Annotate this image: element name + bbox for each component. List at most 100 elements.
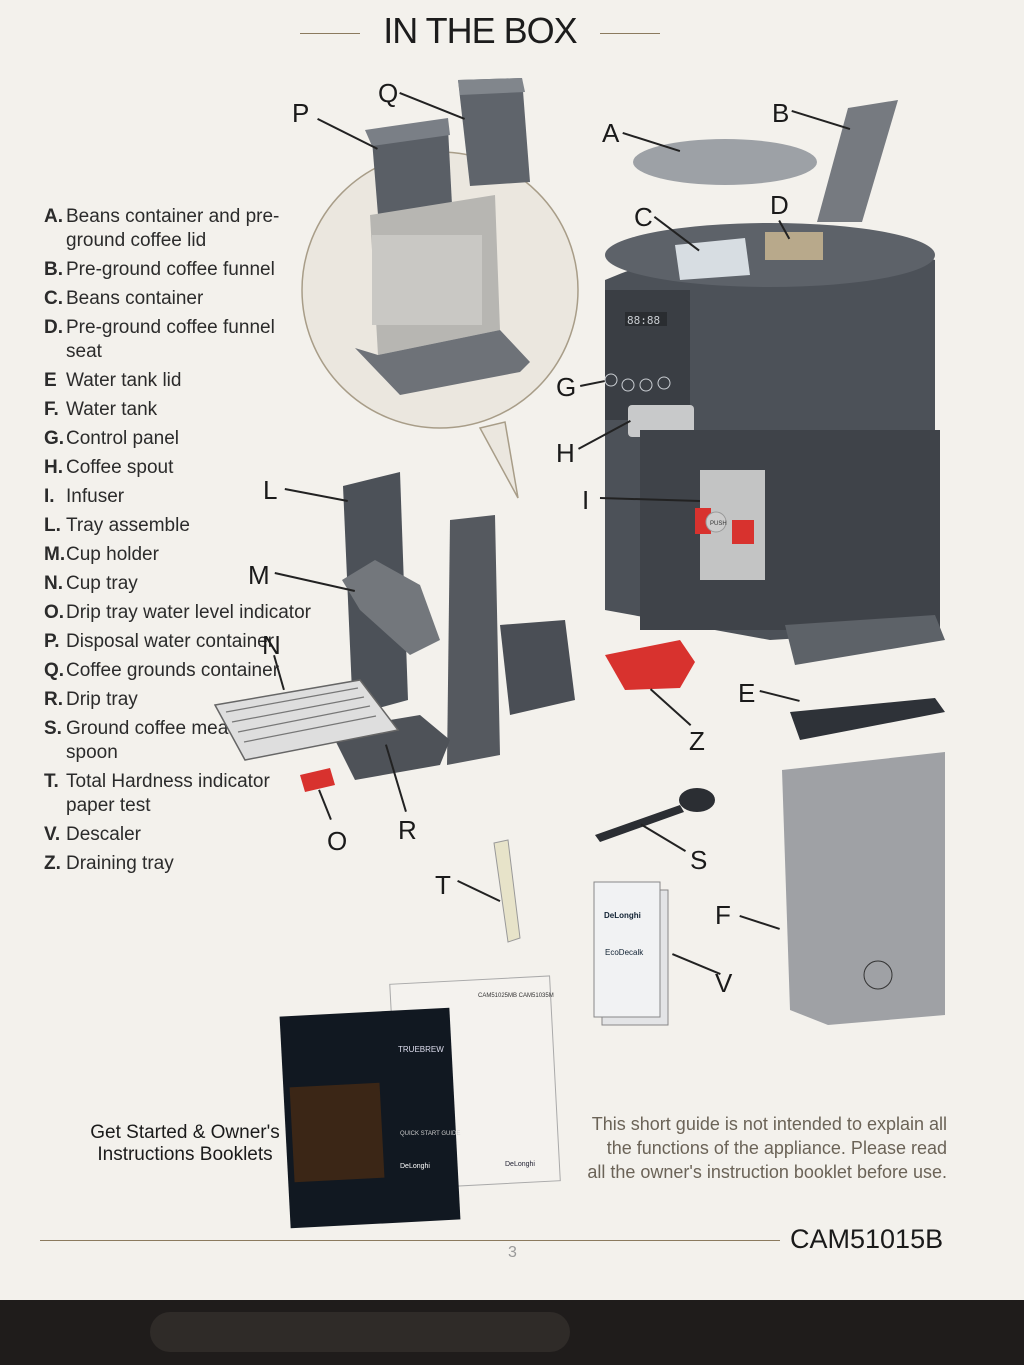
legend-text: Disposal water container [66, 631, 275, 652]
legend-item: I. Infuser [44, 485, 314, 509]
booklets-part: TRUEBREW QUICK START GUIDE DeLonghi CAM5… [279, 975, 561, 1229]
descaler-pack-part: DeLonghi EcoDecalk [593, 881, 669, 1026]
title-rule-right [600, 33, 660, 34]
page-number: 3 [508, 1244, 517, 1261]
callout-t: T [435, 870, 451, 900]
legend-key: G. [44, 428, 65, 449]
callout-r: R [398, 815, 417, 845]
model-number: CAM51015B [790, 1224, 944, 1254]
legend-key: A. [44, 206, 63, 227]
callout-s: S [690, 845, 708, 875]
legend-text: Cup holder [66, 544, 159, 565]
coffee-machine-part: 88:88 PUSH [604, 223, 945, 665]
legend-item: O.Drip tray water level indicator [44, 601, 314, 625]
descaler-brand: DeLonghi [604, 911, 641, 920]
legend-text: Drip tray water level indicator [66, 602, 311, 623]
legend-item: T.Total Hardness indicator paper test [44, 770, 314, 818]
legend-key: N. [44, 573, 63, 594]
callout-e: E [738, 678, 756, 708]
legend-text: Drip tray [66, 689, 138, 710]
page-title: IN THE BOX [383, 10, 577, 51]
descaler-product: EcoDecalk [605, 948, 644, 957]
disposal-water-container-part [365, 118, 452, 215]
footer-rule [40, 1240, 780, 1241]
legend-text: Coffee spout [66, 457, 174, 478]
legend-key: D. [44, 317, 63, 338]
measuring-spoon-part [595, 788, 715, 842]
legend-key: M. [44, 544, 66, 565]
legend-text: Water tank [66, 399, 158, 420]
callout-q: Q [378, 78, 399, 108]
tray-detail [355, 195, 530, 395]
page-header: IN THE BOX [300, 8, 660, 51]
title-rule-left [300, 33, 360, 34]
legend-item: H.Coffee spout [44, 456, 314, 480]
legend-item: D.Pre-ground coffee funnel seat [44, 316, 314, 364]
legend-text: Tray assemble [66, 515, 190, 536]
callout-n: N [262, 630, 281, 660]
legend-key: T. [44, 771, 59, 792]
legend-item: Z.Draining tray [44, 852, 314, 876]
legend-key: Z. [44, 853, 61, 874]
legend-item: C.Beans container [44, 287, 314, 311]
callout-f: F [715, 900, 731, 930]
legend-item: L.Tray assemble [44, 514, 314, 538]
legend-text: Control panel [66, 428, 180, 449]
legend-item: A.Beans container and pre-ground coffee … [44, 205, 314, 253]
hardness-test-strip-part [493, 839, 521, 943]
legend-key: O. [44, 602, 65, 623]
funnel-part [817, 100, 898, 222]
legend-text: Beans container [66, 288, 204, 309]
manual-page: IN THE BOX A.Beans container and pre-gro… [0, 0, 1024, 1300]
coffee-grounds-container-part [458, 78, 530, 186]
booklet-cover-subtitle: QUICK START GUIDE [400, 1131, 460, 1137]
callout-i: I [582, 485, 590, 515]
legend-key: I. [44, 486, 55, 507]
legend-item: P. Disposal water container [44, 630, 314, 654]
water-tank-part [782, 752, 945, 1025]
booklet-manual-models: CAM51025MB CAM51035M [478, 993, 554, 999]
callout-m: M [248, 560, 270, 590]
legend-item: N.Cup tray [44, 572, 314, 596]
callout-z: Z [689, 726, 705, 756]
control-display: 88:88 [627, 314, 660, 327]
callout-p: P [292, 98, 310, 128]
callout-h: H [556, 438, 575, 468]
legend-item: B.Pre-ground coffee funnel [44, 258, 314, 282]
callout-b: B [772, 98, 790, 128]
draining-tray-part [605, 640, 695, 690]
legend-key: H. [44, 457, 63, 478]
legend-text: Pre-ground coffee funnel [66, 259, 275, 280]
legend-text: Descaler [66, 824, 141, 845]
legend-item: V.Descaler [44, 823, 314, 847]
callout-c: C [634, 202, 653, 232]
disclaimer-note: This short guide is not intended to expl… [587, 1114, 947, 1182]
callout-o: O [327, 826, 348, 856]
countertop-pattern [150, 1312, 570, 1352]
legend-key: E [44, 370, 57, 391]
callout-v: V [715, 968, 733, 998]
legend-key: Q. [44, 660, 65, 681]
legend-key: R. [44, 689, 63, 710]
callout-d: D [770, 190, 789, 220]
legend-key: B. [44, 259, 63, 280]
callout-a: A [602, 118, 620, 148]
legend-key: P. [44, 631, 60, 652]
tray-assembly-part [213, 472, 575, 780]
beans-lid-part [633, 139, 817, 185]
booklet-cover-logo: DeLonghi [400, 1163, 430, 1170]
legend-text: Infuser [66, 486, 125, 507]
parts-legend: A.Beans container and pre-ground coffee … [44, 205, 314, 881]
callout-g: G [556, 372, 577, 402]
legend-text: Beans container and pre-ground coffee li… [66, 206, 280, 251]
parts-diagram: 88:88 PUSH [213, 78, 945, 1229]
legend-item: G.Control panel [44, 427, 314, 451]
booklets-label: Get Started & Owner's Instructions Bookl… [90, 1122, 280, 1165]
legend-item: F.Water tank [44, 398, 314, 422]
callout-l: L [263, 475, 278, 505]
infuser-push-label: PUSH [710, 521, 727, 527]
booklet-cover-brand: TRUEBREW [398, 1045, 444, 1054]
legend-text: Pre-ground coffee funnel seat [66, 317, 275, 362]
legend-text: Draining tray [66, 853, 174, 874]
legend-key: C. [44, 288, 63, 309]
